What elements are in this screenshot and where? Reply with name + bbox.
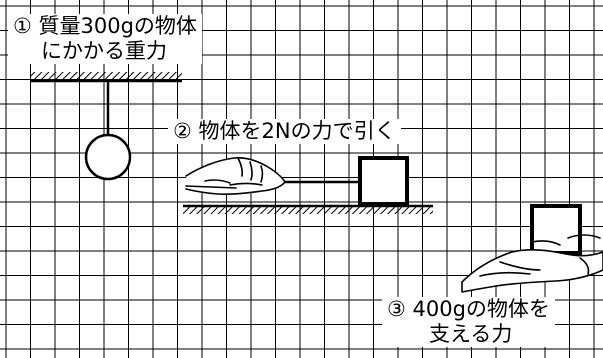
scene-pulling-object bbox=[183, 156, 433, 214]
scene-hanging-object bbox=[30, 72, 182, 181]
floor-hatch bbox=[183, 206, 433, 214]
label-gravity-300g-line2: にかかる重力 bbox=[41, 39, 167, 63]
label-support-400g: ③ 400gの物体を 支える力 bbox=[382, 297, 555, 347]
label-support-400g-line2: 支える力 bbox=[429, 322, 513, 346]
label-pull-2n: ② 物体を2Nの力で引く bbox=[168, 119, 401, 144]
label-gravity-300g: ① 質量300gの物体 にかかる重力 bbox=[8, 14, 202, 64]
label-gravity-300g-line1: ① 質量300gの物体 bbox=[13, 14, 197, 38]
hand-holding-icon bbox=[461, 234, 603, 293]
scene-held-object bbox=[461, 204, 603, 293]
label-support-400g-line1: ③ 400gの物体を bbox=[387, 297, 550, 321]
label-pull-2n-line1: ② 物体を2Nの力で引く bbox=[173, 119, 396, 143]
hanging-ball bbox=[84, 133, 132, 181]
pulled-block bbox=[358, 156, 409, 206]
ceiling-hatch bbox=[30, 72, 182, 80]
held-block bbox=[530, 204, 582, 255]
hand-pulling-icon bbox=[185, 157, 286, 196]
